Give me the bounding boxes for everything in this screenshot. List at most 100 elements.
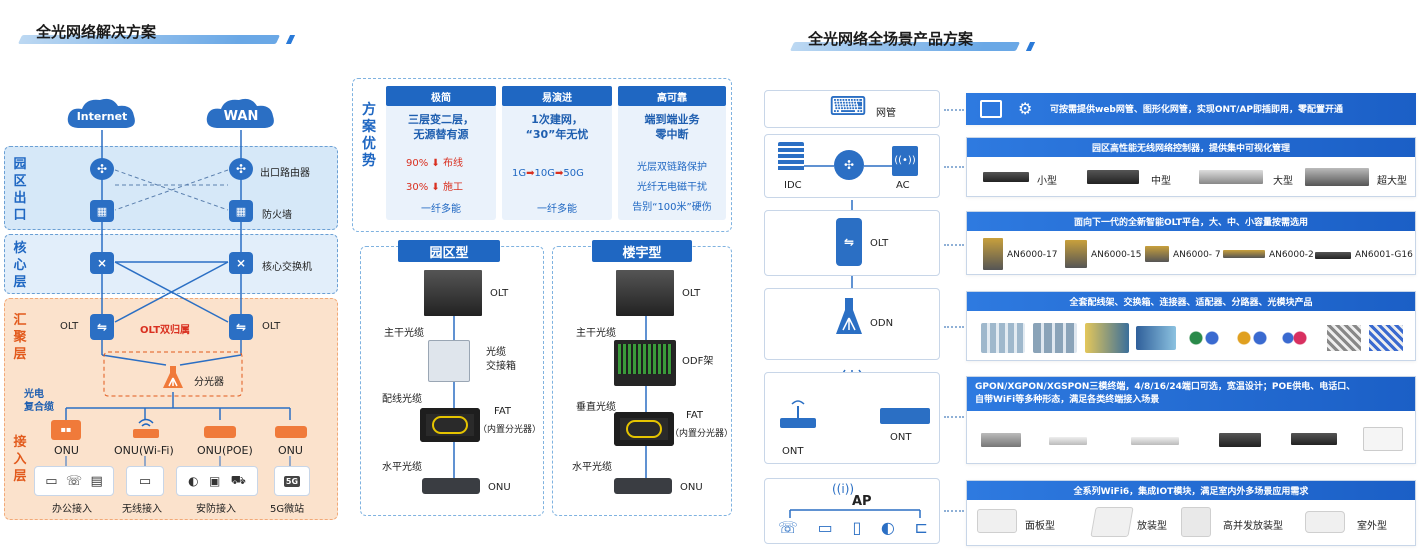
adv-card-footer: 一纤多能 — [537, 204, 577, 215]
5g-icon: 5G — [283, 475, 301, 487]
camera-icon: ◐ — [880, 518, 895, 537]
adv-line-2: 30% ⬇ 施工 — [406, 178, 463, 193]
access-office-box: ▭☏▤ — [34, 466, 114, 496]
olt-label: OLT — [870, 238, 889, 249]
building-vertical-label: 垂直光缆 — [576, 402, 616, 413]
odn-panel: 全套配线架、交换箱、连接器、适配器、分路器、光模块产品 — [966, 291, 1416, 361]
ont-device-3 — [1131, 437, 1179, 445]
ap-ceiling-device — [1090, 507, 1134, 537]
dotted-connector — [944, 510, 964, 512]
dotted-connector — [944, 244, 964, 246]
onu-device-icon — [614, 478, 672, 494]
adapter-icon — [1231, 325, 1272, 351]
settings-icon: ⚙ — [1018, 99, 1033, 118]
access-security-box: ◐▣⛟ — [176, 466, 258, 496]
ont-device-2 — [1049, 437, 1087, 445]
access-5g-box: 5G — [274, 466, 310, 496]
olt-box-mini — [1315, 252, 1351, 259]
olt-model-4: AN6000-2 — [1269, 250, 1314, 260]
adv-pct-1: 90% — [406, 158, 429, 169]
ac-size-2: 中型 — [1151, 176, 1171, 187]
ap-type-2: 放装型 — [1137, 521, 1167, 532]
ac-device-small — [983, 172, 1029, 182]
odn-label: ODN — [870, 318, 894, 329]
odn-products-icons — [981, 320, 1403, 356]
onu-device-icon — [422, 478, 480, 494]
olt-model-3: AN6000- 7 — [1173, 250, 1221, 260]
ont-label-1: ONT — [782, 446, 804, 457]
onu-wifi-icon — [131, 416, 161, 440]
cloud-wan: WAN — [205, 96, 277, 132]
dotted-connector — [944, 109, 964, 111]
mobile-icon: ▯ — [852, 518, 862, 537]
ap-type-1: 面板型 — [1025, 521, 1055, 532]
ac-panel: 园区高性能无线网络控制器，提供集中可视化管理 小型 中型 大型 超大型 — [966, 137, 1416, 197]
optical-module-icon — [1327, 325, 1362, 351]
cloud-wan-label: WAN — [223, 109, 259, 124]
connector-icon — [1184, 325, 1224, 351]
adv-reliable-line-1: 光层双链路保护 — [637, 162, 707, 173]
dotted-connector — [944, 166, 964, 168]
adv-item-2: 施工 — [443, 182, 463, 193]
building-title: 楼宇型 — [592, 240, 692, 262]
building-fat-label: FAT — [686, 410, 704, 421]
adv-line-1: 90% ⬇ 布线 — [406, 154, 463, 169]
right-title-block: 全光网络全场景产品方案 — [789, 28, 1042, 58]
switch-icon: ⨯ — [90, 252, 114, 274]
adv-card-header: 易演进 — [502, 86, 612, 106]
onu-label-2: ONU(Wi-Fi) — [114, 444, 174, 457]
olt-chassis-small — [1145, 246, 1169, 262]
ont-device-4 — [1219, 433, 1261, 447]
adv-item-1: 布线 — [443, 158, 463, 169]
label-olt-dual: OLT双归属 — [140, 325, 191, 336]
onu-label-3: ONU(POE) — [197, 444, 253, 457]
ac-panel-bar: 园区高性能无线网络控制器，提供集中可视化管理 — [967, 138, 1415, 157]
access-wireless-box: ▭ — [126, 466, 164, 496]
camera-icon: ◐ — [188, 474, 199, 488]
optical-module-icon — [1369, 325, 1403, 351]
car-icon: ⛟ — [230, 473, 246, 487]
onu-label-4: ONU — [278, 444, 303, 457]
access-label-3: 安防接入 — [196, 504, 236, 515]
campus-trunk-label: 主干光缆 — [384, 328, 424, 339]
ont-wifi-device — [1363, 427, 1403, 451]
campus-onu-label: ONU — [488, 482, 511, 493]
olt-panel: 面向下一代的全新智能OLT平台，大、中、小容量按需选用 AN6000-17 AN… — [966, 211, 1416, 275]
router-icon: ✣ — [229, 158, 253, 180]
firewall-icon: ▦ — [229, 200, 253, 222]
ont-device-1 — [981, 433, 1021, 447]
ac-device-large — [1199, 170, 1263, 184]
mgmt-box — [764, 90, 940, 128]
campus-crossbox-label: 光缆 交接箱 — [486, 347, 516, 372]
evo-step-3: 50G — [563, 168, 584, 179]
phone-icon: ☏ — [778, 518, 799, 537]
ont-device-5 — [1291, 433, 1337, 445]
adv-pct-2: 30% — [406, 182, 429, 193]
advantages-title: 方案优势 — [362, 102, 376, 169]
evo-step-2: 10G — [534, 168, 555, 179]
arrow-right-icon: ➡ — [555, 168, 564, 179]
adv-card-footer: 一纤多能 — [421, 204, 461, 215]
adv-card-header: 高可靠 — [618, 86, 726, 106]
mgmt-panel-text: 可按需提供web网管、图形化网管，实现ONT/AP即插即用，零配置开通 — [1050, 105, 1344, 115]
olt-model-1: AN6000-17 — [1007, 250, 1058, 260]
onu-icon: ▪▪ — [51, 420, 81, 440]
cloud-internet: Internet — [66, 96, 138, 132]
ap-type-4: 室外型 — [1357, 521, 1387, 532]
cloud-internet-label: Internet — [76, 110, 128, 123]
olt-model-5: AN6001-G16 — [1355, 250, 1413, 260]
olt-icon: ⇋ — [836, 218, 862, 266]
firewall-icon: ▦ — [90, 200, 114, 222]
adv-reliable-line-3: 告别“100米”硬伤 — [632, 202, 712, 213]
terminal-box-icon — [1084, 323, 1129, 353]
mgmt-panel: ⚙ 可按需提供web网管、图形化网管，实现ONT/AP即插即用，零配置开通 — [966, 93, 1416, 125]
adv-evolution: 1G➡10G➡50G — [512, 168, 584, 179]
web-window-icon — [980, 100, 1002, 118]
adv-reliable-line-2: 光纤无电磁干扰 — [637, 182, 707, 193]
zone-exit — [4, 146, 338, 230]
ont-panel-bar: GPON/XGPON/XGSPON三模终端，4/8/16/24端口可选，宽温设计… — [967, 377, 1415, 411]
olt-model-2: AN6000-15 — [1091, 250, 1142, 260]
idc-server-icon — [778, 142, 804, 172]
building-trunk-label: 主干光缆 — [576, 328, 616, 339]
arrow-right-icon: ➡ — [526, 168, 535, 179]
